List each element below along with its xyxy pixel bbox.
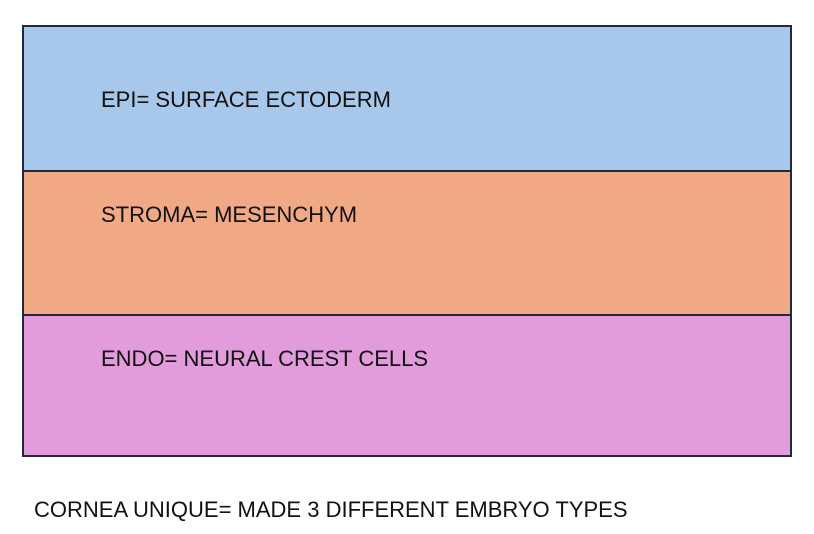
epithelium-layer: EPI= SURFACE ECTODERM <box>24 27 790 172</box>
endothelium-label: ENDO= NEURAL CREST CELLS <box>101 346 429 371</box>
diagram-caption: CORNEA UNIQUE= MADE 3 DIFFERENT EMBRYO T… <box>34 497 628 522</box>
epithelium-label: EPI= SURFACE ECTODERM <box>101 87 391 112</box>
stroma-label: STROMA= MESENCHYM <box>101 202 358 227</box>
stroma-layer: STROMA= MESENCHYM <box>24 172 790 316</box>
cornea-layer-diagram: EPI= SURFACE ECTODERM STROMA= MESENCHYM … <box>22 25 792 457</box>
endothelium-layer: ENDO= NEURAL CREST CELLS <box>24 316 790 455</box>
